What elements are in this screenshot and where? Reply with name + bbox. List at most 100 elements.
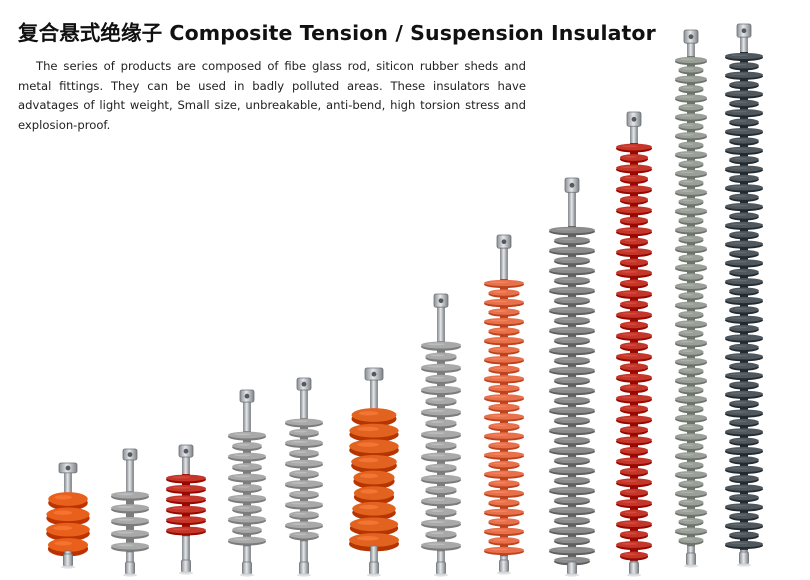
shed-highlight	[731, 448, 748, 451]
shed-highlight	[427, 409, 446, 412]
shed-highlight	[490, 548, 509, 551]
shed-highlight	[680, 491, 695, 494]
insulator-9	[549, 177, 595, 577]
bottom-fitting	[63, 553, 73, 567]
top-stem	[437, 306, 445, 346]
shed-highlight	[234, 496, 251, 499]
ground-shadow	[297, 573, 311, 577]
top-stem	[300, 389, 308, 423]
shed-highlight	[559, 418, 576, 421]
shed-highlight	[733, 214, 747, 216]
ground-shadow	[61, 565, 75, 569]
shed-highlight	[680, 152, 695, 155]
shed-highlight	[733, 326, 747, 329]
shed-highlight	[556, 428, 577, 431]
shed-highlight	[117, 518, 134, 521]
shed-highlight	[733, 270, 747, 273]
shed-highlight	[556, 528, 577, 531]
shed-highlight	[731, 204, 748, 207]
shed-highlight	[682, 482, 694, 484]
shed-highlight	[360, 489, 379, 494]
top-stem	[126, 459, 134, 496]
shed-highlight	[493, 424, 508, 427]
shed-highlight	[493, 519, 508, 522]
shed-highlight	[621, 417, 638, 420]
shed-highlight	[490, 357, 509, 360]
shed-highlight	[493, 538, 508, 541]
shed-highlight	[291, 420, 308, 423]
shed-highlight	[556, 288, 577, 291]
shed-highlight	[621, 542, 638, 545]
shed-highlight	[680, 434, 695, 437]
fitting-pin	[631, 116, 637, 122]
shed-highlight	[559, 258, 576, 261]
shed-highlight	[624, 532, 637, 535]
shed-highlight	[559, 358, 576, 361]
ground-shadow	[737, 563, 751, 567]
shed-highlight	[556, 408, 577, 411]
shed-highlight	[490, 453, 509, 455]
shed-highlight	[621, 291, 638, 294]
shed-highlight	[624, 344, 637, 347]
shed-highlight	[490, 510, 509, 513]
shed-highlight	[680, 322, 695, 324]
shed-highlight	[293, 533, 307, 536]
shed-highlight	[682, 199, 694, 202]
shed-highlight	[430, 465, 445, 468]
shed-highlight	[624, 281, 637, 284]
page-title: 复合悬式绝缘子 Composite Tension / Suspension I…	[18, 21, 656, 45]
ground-shadow	[684, 564, 698, 568]
bottom-stem	[370, 545, 378, 565]
shed-highlight	[680, 96, 695, 98]
shed-highlight	[682, 162, 694, 164]
shed-highlight	[291, 502, 308, 505]
shed-highlight	[680, 190, 695, 192]
shed-highlight	[682, 350, 694, 352]
shed-highlight	[556, 508, 577, 511]
shed-highlight	[682, 538, 694, 541]
shed-highlight	[117, 506, 134, 508]
shed-highlight	[358, 458, 379, 463]
shed-highlight	[490, 491, 509, 494]
shed-highlight	[731, 242, 748, 244]
fitting-pin	[569, 182, 575, 188]
shed-highlight	[291, 523, 308, 525]
shed-highlight	[490, 529, 509, 532]
shed-highlight	[430, 443, 445, 446]
shed-highlight	[621, 249, 638, 252]
shed-highlight	[493, 481, 508, 484]
shed-highlight	[172, 476, 190, 479]
shed-highlight	[733, 458, 747, 460]
bottom-fitting	[242, 561, 252, 575]
shed-highlight	[682, 143, 694, 145]
shed-highlight	[624, 553, 637, 556]
bottom-fitting	[629, 561, 639, 575]
top-stem	[568, 192, 576, 231]
shed-highlight	[624, 176, 637, 179]
shed-highlight	[556, 268, 577, 271]
shed-highlight	[731, 148, 748, 151]
shed-highlight	[556, 448, 577, 451]
shed-highlight	[680, 416, 695, 418]
shed-highlight	[731, 129, 748, 132]
insulator-10	[616, 111, 652, 577]
shed-highlight	[624, 490, 637, 493]
shed-highlight	[733, 289, 747, 291]
shed-highlight	[559, 378, 576, 381]
shed-highlight	[731, 373, 748, 376]
shed-highlight	[731, 110, 748, 113]
shed-highlight	[624, 427, 637, 430]
shed-highlight	[682, 387, 694, 390]
shed-highlight	[731, 392, 748, 395]
shed-highlight	[559, 498, 576, 501]
shed-highlight	[430, 532, 445, 535]
shed-highlight	[172, 517, 190, 520]
shed-highlight	[731, 429, 748, 432]
bottom-fitting	[181, 559, 191, 573]
shed-highlight	[733, 514, 747, 517]
shed-highlight	[733, 82, 747, 85]
shed-highlight	[731, 92, 748, 94]
shed-highlight	[490, 414, 509, 417]
shed-highlight	[624, 260, 637, 263]
